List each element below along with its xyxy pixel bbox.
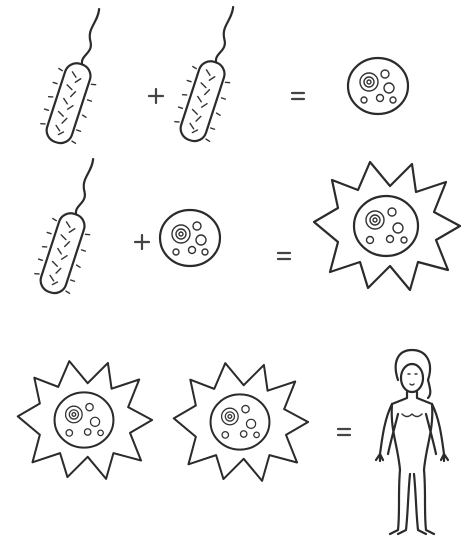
equals-operator: [278, 253, 290, 259]
row-2: [30, 153, 460, 299]
human-figure-icon: [376, 350, 448, 534]
bacterium-icon: [30, 153, 113, 299]
plus-operator: [149, 89, 163, 103]
cell-icon: [348, 58, 408, 114]
bacterium-icon: [36, 3, 119, 149]
cell-icon: [160, 210, 220, 266]
bacterium-icon: [170, 1, 253, 147]
row-1: [36, 1, 408, 149]
row-3: [18, 350, 448, 534]
equals-operator: [292, 93, 304, 99]
spiky-cell-icon: [314, 162, 460, 290]
equals-operator: [338, 429, 350, 435]
plus-operator: [135, 235, 149, 249]
spiky-cell-icon: [18, 361, 152, 479]
spiky-cell-icon: [174, 363, 308, 481]
